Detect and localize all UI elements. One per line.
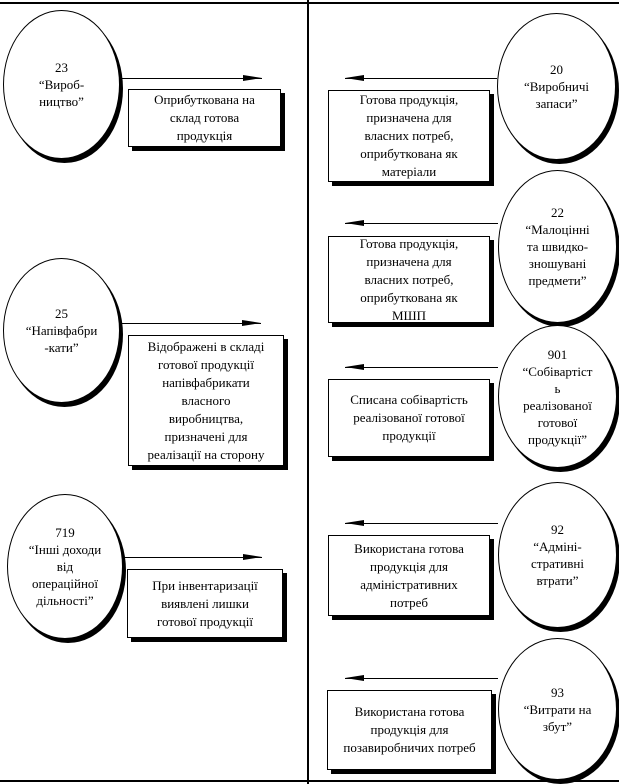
account-ellipse-22-label: 22 “Малоцінні та швидко- зношувані предм… [525, 205, 590, 288]
flow-arrow-to-20 [345, 75, 497, 81]
account-ellipse-20-label: 20 “Виробничі запаси” [523, 62, 590, 111]
flow-arrow-from-23 [119, 75, 262, 81]
flow-arrow-from-25 [119, 320, 261, 326]
account-ellipse-23: 23 “Вироб- ництво” [3, 10, 120, 159]
account-ellipse-93-label: 93 “Витрати на збут” [523, 684, 592, 734]
flow-arrow-to-93 [345, 675, 498, 681]
account-ellipse-25: 25 “Напівфабри -кати” [3, 258, 120, 403]
operation-box-to-20-label: Готова продукція, призначена для власних… [359, 92, 459, 179]
column-divider-line [307, 0, 309, 784]
operation-box-from-719: При інвентаризації виявлені лишки готово… [127, 569, 283, 638]
operation-box-from-23: Оприбуткована на склад готова продукція [128, 89, 281, 147]
operation-box-to-93: Використана готова продукція для позавир… [327, 690, 492, 770]
operation-box-to-901-label: Списана собівартість реалізованої готово… [350, 392, 468, 443]
account-ellipse-719-label: 719 “Інші доходи від операційної дільнос… [28, 525, 102, 608]
operation-box-to-20: Готова продукція, призначена для власних… [328, 90, 490, 182]
flow-arrow-to-92 [345, 520, 498, 526]
account-ellipse-92-label: 92 “Адміні- стративні втрати” [531, 522, 584, 588]
operation-box-to-92: Використана готова продукція для адмініс… [328, 535, 490, 616]
operation-box-from-719-label: При інвентаризації виявлені лишки готово… [152, 577, 258, 629]
account-ellipse-23-label: 23 “Вироб- ництво” [38, 60, 85, 109]
operation-box-to-22-label: Готова продукція, призначена для власних… [359, 235, 459, 323]
operation-box-to-901: Списана собівартість реалізованої готово… [328, 379, 490, 457]
operation-box-from-23-label: Оприбуткована на склад готова продукція [154, 92, 255, 143]
account-ellipse-93: 93 “Витрати на збут” [498, 638, 617, 780]
flow-arrow-to-901 [345, 364, 498, 370]
account-ellipse-901: 901 “Собівартіст ь реалізованої готової … [498, 325, 617, 468]
account-ellipse-901-label: 901 “Собівартіст ь реалізованої готової … [522, 346, 593, 447]
flow-arrow-to-22 [345, 220, 498, 226]
bottom-border-line [0, 780, 619, 782]
operation-box-from-25-label: Відображені в складі готової продукції н… [147, 338, 265, 462]
operation-box-to-93-label: Використана готова продукція для позавир… [343, 704, 476, 755]
operation-box-to-22: Готова продукція, призначена для власних… [328, 236, 490, 323]
account-ellipse-22: 22 “Малоцінні та швидко- зношувані предм… [498, 170, 617, 323]
top-border-line [0, 2, 619, 4]
operation-box-to-92-label: Використана готова продукція для адмініс… [354, 540, 464, 610]
operation-box-from-25: Відображені в складі готової продукції н… [128, 335, 284, 466]
account-ellipse-25-label: 25 “Напівфабри -кати” [25, 306, 98, 355]
flow-arrow-from-719 [121, 554, 262, 560]
account-ellipse-92: 92 “Адміні- стративні втрати” [498, 482, 617, 628]
account-ellipse-719: 719 “Інші доходи від операційної дільнос… [7, 494, 123, 639]
account-ellipse-20: 20 “Виробничі запаси” [497, 13, 616, 160]
